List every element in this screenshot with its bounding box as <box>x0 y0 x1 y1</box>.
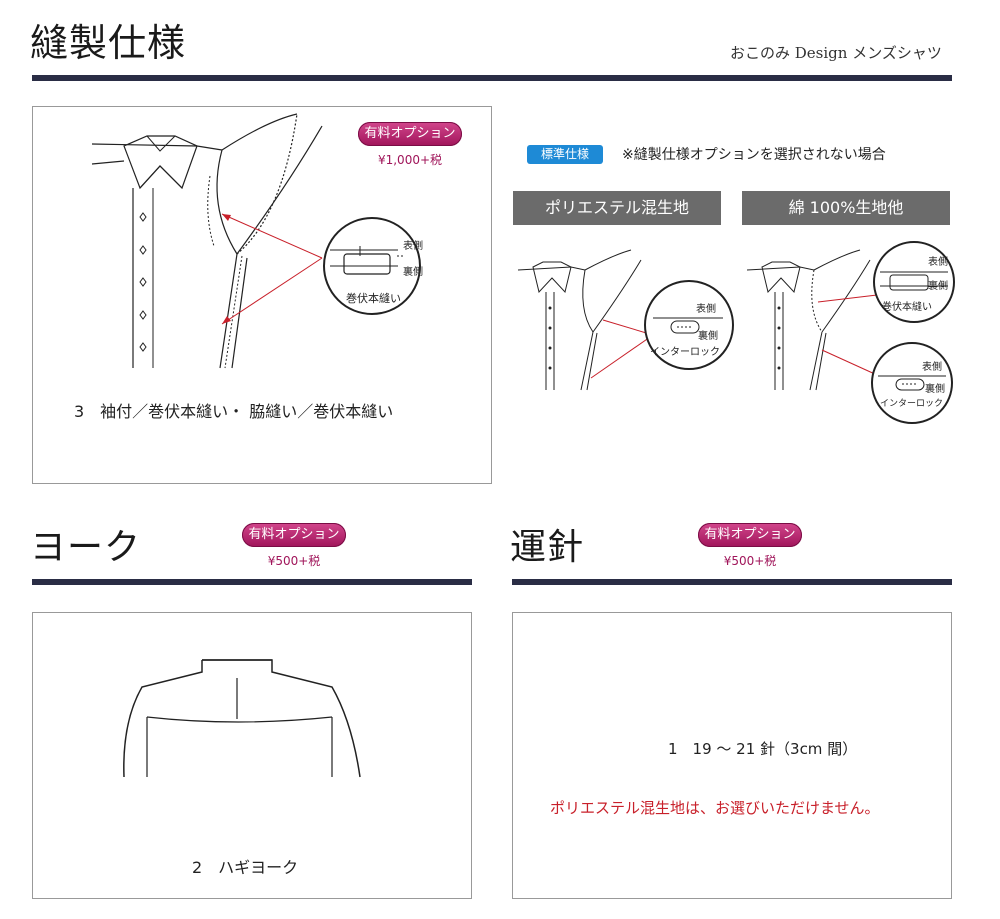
polyester-callout-name: インターロック <box>650 347 720 358</box>
standard-note: ※縫製仕様オプションを選択されない場合 <box>622 147 886 163</box>
yoke-caption: 2 ハギヨーク <box>192 858 299 877</box>
stitch-price: ¥500+税 <box>723 554 777 568</box>
sleeve-callout-inner: 裏側 <box>403 267 423 278</box>
page-title: 縫製仕様 <box>30 21 187 65</box>
sleeve-shirt-illustration <box>91 113 421 369</box>
sleeve-caption: 3 袖付／巻伏本縫い・ 脇縫い／巻伏本縫い <box>74 402 394 421</box>
yoke-price: ¥500+税 <box>267 554 321 568</box>
polyester-callout-outer: 表側 <box>696 304 716 315</box>
stitch-rule <box>512 579 952 585</box>
polyester-callout-inner: 裏側 <box>698 331 718 342</box>
cotton-header: 綿 100%生地他 <box>742 191 950 225</box>
cotton-top-callout-inner: 裏側 <box>928 281 948 292</box>
stitch-spec: 1 19 ～ 21 針（3cm 間） <box>668 740 858 758</box>
cotton-shirt-illustration <box>746 241 955 424</box>
cotton-bottom-callout-name: インターロック <box>880 399 944 409</box>
stitch-panel <box>512 612 952 899</box>
sleeve-price: ¥1,000+税 <box>377 153 443 167</box>
standard-tag: 標準仕様 <box>527 145 603 164</box>
cotton-top-callout-outer: 表側 <box>928 257 948 268</box>
yoke-shirt-illustration <box>123 659 361 778</box>
cotton-bottom-callout-outer: 表側 <box>922 362 942 373</box>
yoke-rule <box>32 579 472 585</box>
stitch-option-badge: 有料オプション <box>698 523 802 547</box>
stitch-title: 運針 <box>510 527 585 568</box>
cotton-bottom-callout-inner: 裏側 <box>925 384 945 395</box>
sleeve-option-badge: 有料オプション <box>358 122 462 146</box>
polyester-shirt-illustration <box>517 249 734 391</box>
yoke-option-badge: 有料オプション <box>242 523 346 547</box>
sleeve-callout-name: 巻伏本縫い <box>346 292 401 305</box>
stitch-note: ポリエステル混生地は、お選びいただけません。 <box>550 799 880 817</box>
sleeve-panel <box>32 106 492 484</box>
yoke-title: ヨーク <box>30 527 142 568</box>
cotton-top-callout-name: 巻伏本縫い <box>882 302 932 313</box>
polyester-header: ポリエステル混生地 <box>513 191 721 225</box>
sleeve-callout-outer: 表側 <box>403 241 423 252</box>
header-rule <box>32 75 952 81</box>
page-subtitle: おこのみ Design メンズシャツ <box>730 44 942 62</box>
